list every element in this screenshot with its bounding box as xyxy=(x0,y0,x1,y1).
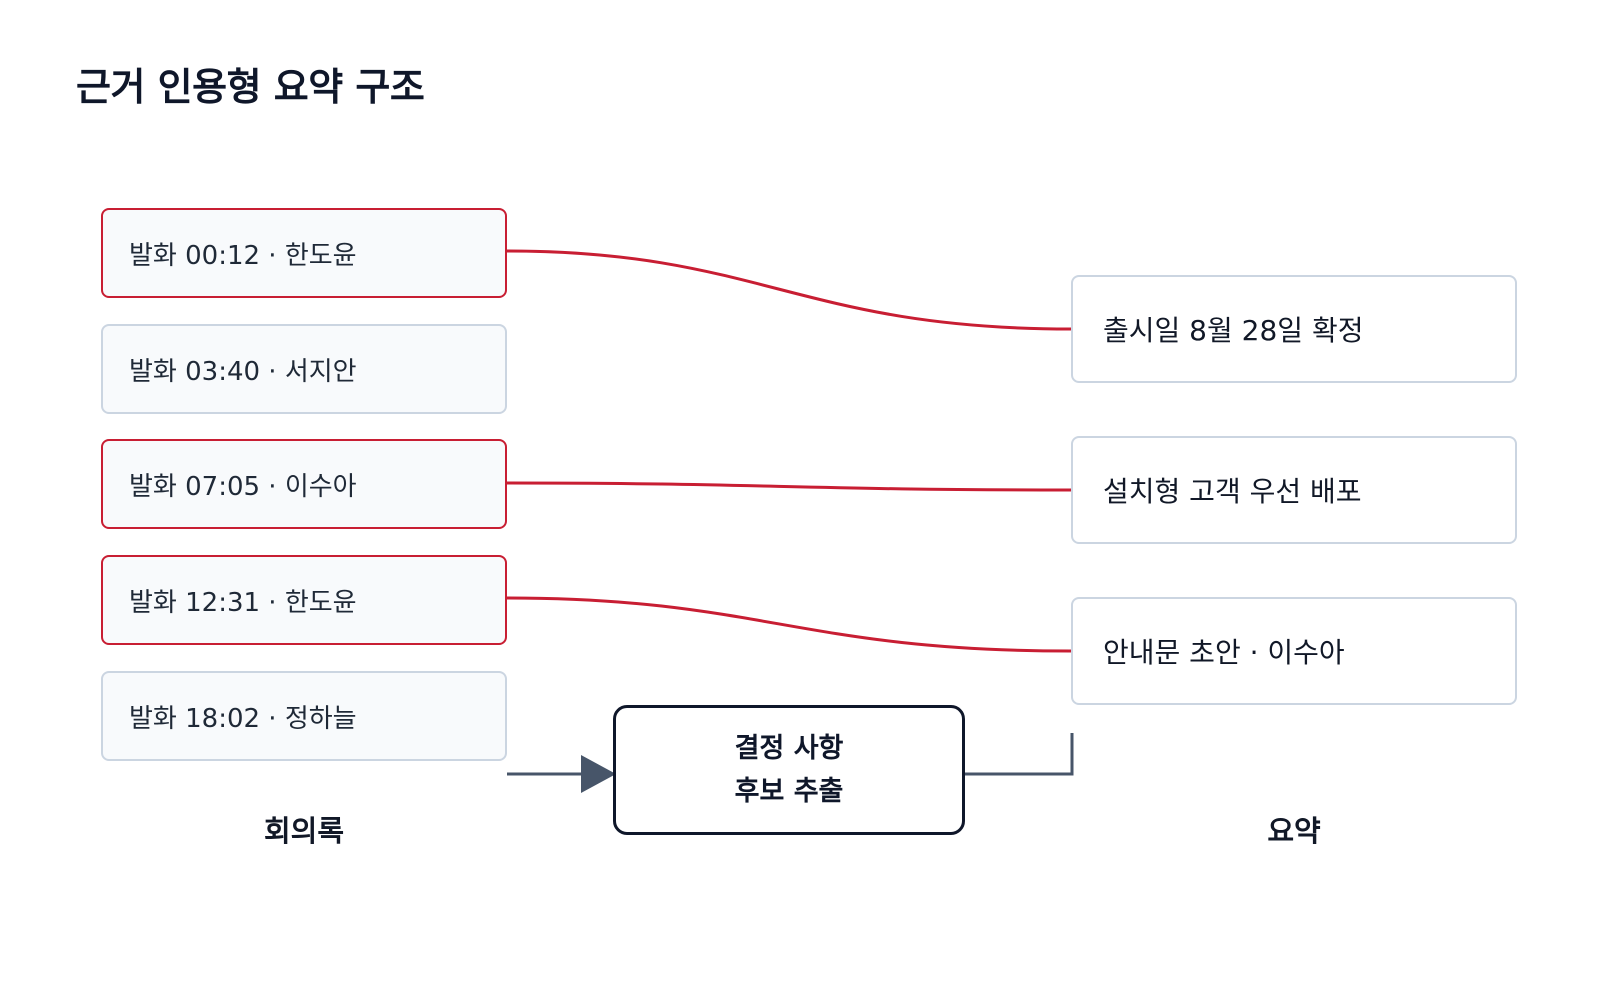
summary-item[interactable]: 출시일 8월 28일 확정 xyxy=(1071,275,1517,383)
utterance-box[interactable]: 발화 00:12 · 한도윤 xyxy=(101,208,507,298)
summary-item-label: 안내문 초안 · 이수아 xyxy=(1103,636,1345,669)
citation-link xyxy=(506,249,1072,331)
utterance-label: 발화 07:05 · 이수아 xyxy=(129,471,357,502)
diagram-title: 근거 인용형 요약 구조 xyxy=(76,65,425,109)
column-label-summary: 요약 xyxy=(1267,814,1321,848)
summary-item-label: 설치형 고객 우선 배포 xyxy=(1103,475,1362,508)
column-label-minutes: 회의록 xyxy=(263,814,345,848)
utterance-box[interactable]: 발화 03:40 · 서지안 xyxy=(101,324,507,414)
citation-link xyxy=(506,596,1072,653)
process-line-1: 결정 사항 xyxy=(734,733,844,764)
summary-item[interactable]: 설치형 고객 우선 배포 xyxy=(1071,436,1517,544)
utterance-label: 발화 03:40 · 서지안 xyxy=(129,356,357,387)
utterance-label: 발화 00:12 · 한도윤 xyxy=(129,240,357,271)
citation-link xyxy=(506,481,1072,492)
process-line-2: 후보 추출 xyxy=(734,776,844,807)
summary-item-label: 출시일 8월 28일 확정 xyxy=(1103,314,1364,347)
utterance-box[interactable]: 발화 18:02 · 정하늘 xyxy=(101,671,507,761)
utterance-box[interactable]: 발화 07:05 · 이수아 xyxy=(101,439,507,529)
process-box[interactable]: 결정 사항 후보 추출 xyxy=(613,705,965,835)
utterance-label: 발화 12:31 · 한도윤 xyxy=(129,587,357,618)
flow-arrow-head xyxy=(581,755,616,793)
utterance-box[interactable]: 발화 12:31 · 한도윤 xyxy=(101,555,507,645)
utterance-label: 발화 18:02 · 정하늘 xyxy=(129,703,357,734)
summary-item[interactable]: 안내문 초안 · 이수아 xyxy=(1071,597,1517,705)
flow-connector-to-summary xyxy=(965,733,1074,776)
